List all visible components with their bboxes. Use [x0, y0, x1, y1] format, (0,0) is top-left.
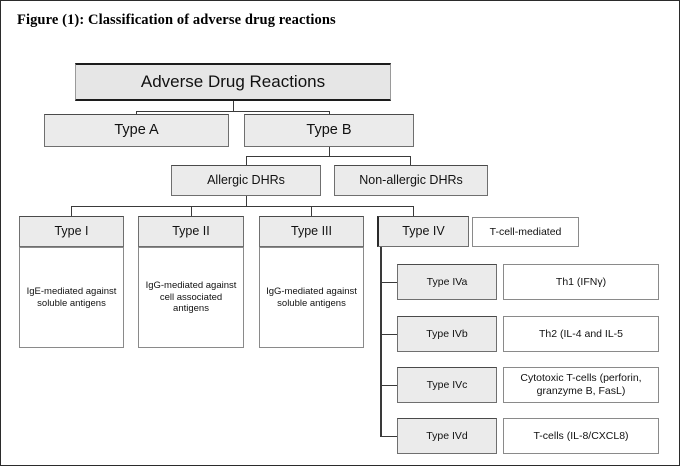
node-adverse-drug-reactions: Adverse Drug Reactions — [75, 63, 391, 101]
desc-type-ivb: Th2 (IL-4 and IL-5 — [503, 316, 659, 352]
desc-type-iva: Th1 (IFNγ) — [503, 264, 659, 300]
connector-type-iv-spine — [380, 247, 382, 437]
node-type-ivb: Type IVb — [397, 316, 497, 352]
node-t-cell-mediated: T-cell-mediated — [472, 217, 579, 247]
node-type-i: Type I — [19, 216, 124, 247]
connector-stub-iva — [380, 282, 397, 283]
node-non-allergic-dhrs: Non-allergic DHRs — [334, 165, 488, 196]
desc-type-ii: IgG-mediated against cell associated ant… — [138, 247, 244, 348]
desc-type-i: IgE-mediated against soluble antigens — [19, 247, 124, 348]
connector-to-type-i — [71, 206, 72, 217]
connector-level3-bus — [246, 156, 411, 157]
connector-to-type-ii — [191, 206, 192, 217]
connector-level2-bus — [136, 111, 330, 112]
node-type-ivc: Type IVc — [397, 367, 497, 403]
connector-stub-ivc — [380, 385, 397, 386]
connector-stub-ivd — [380, 436, 397, 437]
desc-type-ivc: Cytotoxic T-cells (perforin, granzyme B,… — [503, 367, 659, 403]
connector-to-type-iv — [413, 206, 414, 217]
node-type-iii: Type III — [259, 216, 364, 247]
node-type-b: Type B — [244, 114, 414, 147]
node-type-a: Type A — [44, 114, 229, 147]
connector-stub-ivb — [380, 334, 397, 335]
figure-title: Figure (1): Classification of adverse dr… — [17, 12, 336, 28]
connector-types-bus — [71, 206, 413, 207]
connector-to-non-allergic-dhrs — [410, 156, 411, 166]
connector-allergic-stem — [246, 196, 247, 206]
connector-to-allergic-dhrs — [246, 156, 247, 166]
node-type-ii: Type II — [138, 216, 244, 247]
connector-to-type-iii — [311, 206, 312, 217]
node-allergic-dhrs: Allergic DHRs — [171, 165, 321, 196]
node-type-ivd: Type IVd — [397, 418, 497, 454]
node-type-iva: Type IVa — [397, 264, 497, 300]
node-type-iv: Type IV — [377, 216, 469, 247]
connector-type-b-stem — [329, 147, 330, 156]
desc-type-ivd: T-cells (IL-8/CXCL8) — [503, 418, 659, 454]
connector-root-stem — [233, 101, 234, 112]
desc-type-iii: IgG-mediated against soluble antigens — [259, 247, 364, 348]
